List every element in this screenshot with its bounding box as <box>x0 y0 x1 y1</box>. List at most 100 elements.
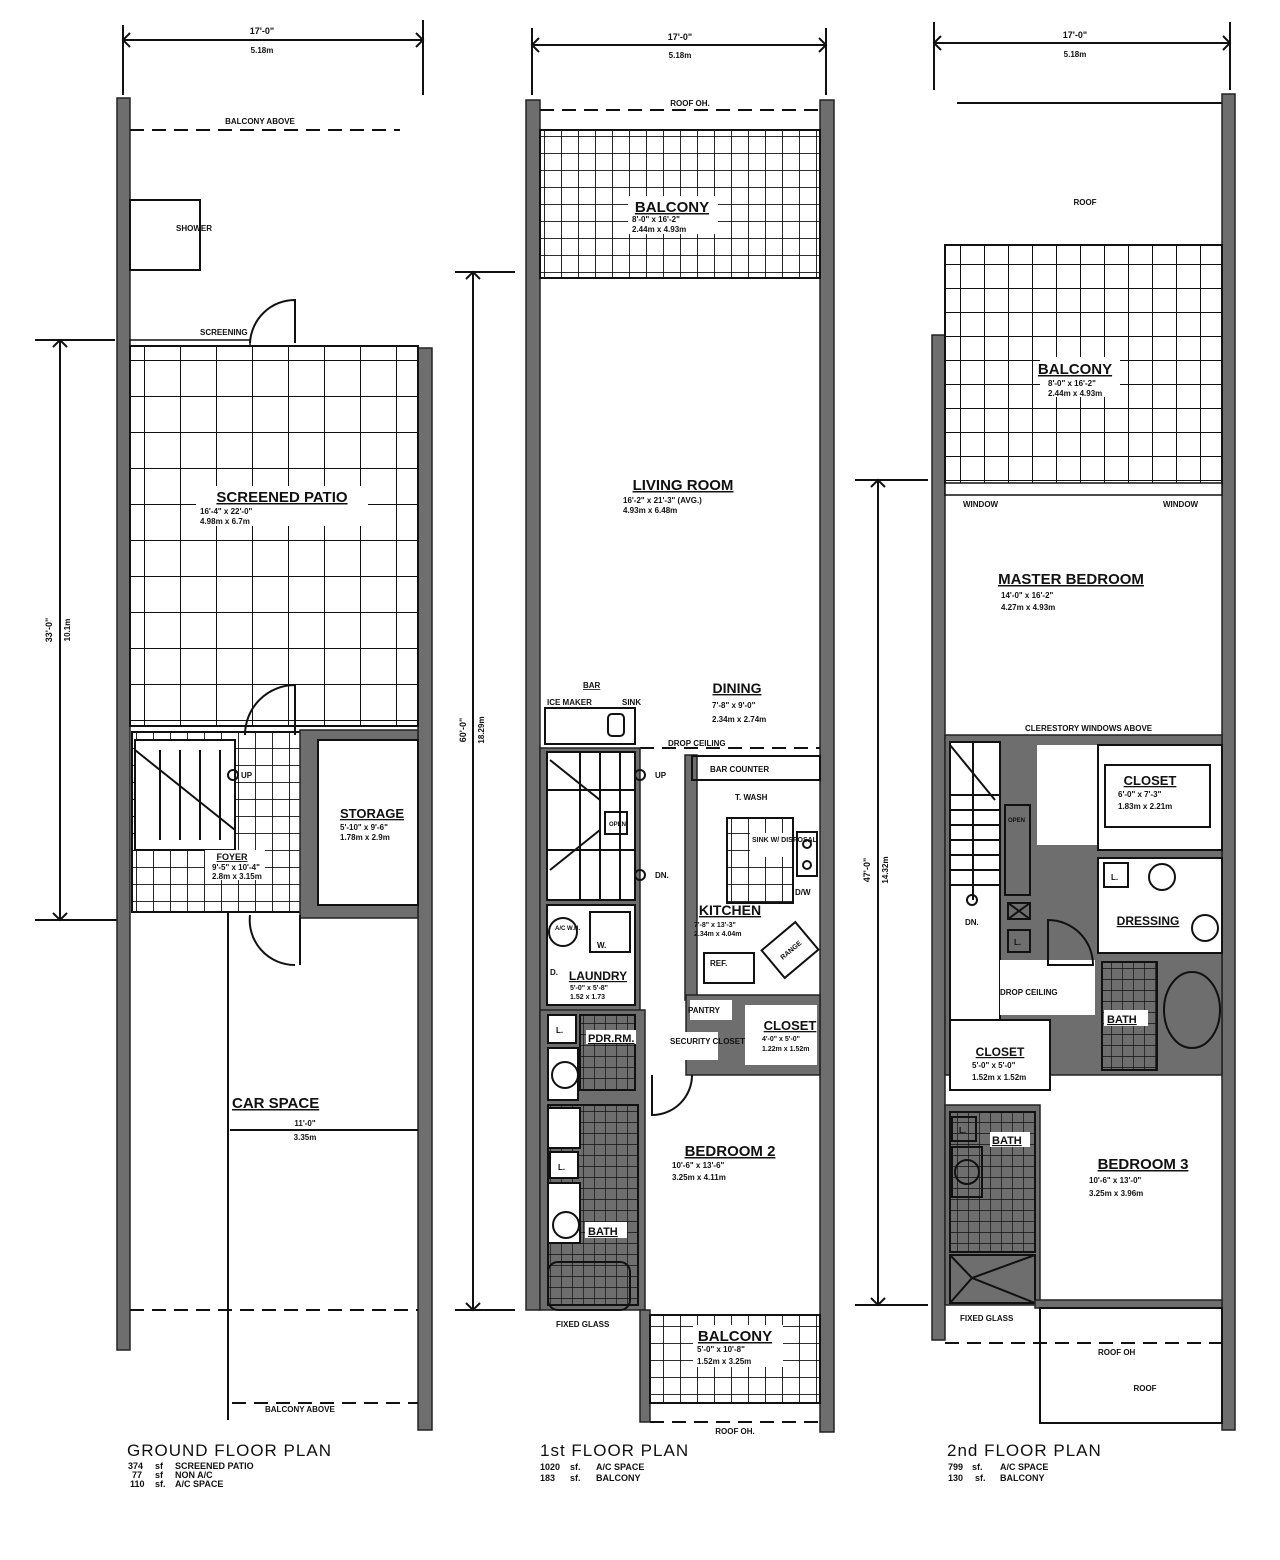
ice-maker-label: ICE MAKER <box>547 698 592 707</box>
room-master-bath: BATH <box>1107 1014 1137 1026</box>
first-balcony-bottom-metric: 1.52m x 3.25m <box>697 1357 751 1366</box>
ground-width-metric: 5.18m <box>251 46 274 55</box>
pantry-label: PANTRY <box>688 1006 721 1015</box>
room-bedroom-3: BEDROOM 3 <box>1098 1156 1189 1173</box>
second-floor-plan: 17'-0" 5.18m 47'-0" 14.32m ROOF BALCONY … <box>855 22 1236 1483</box>
dishwasher-label: D/W <box>795 888 811 897</box>
second-left-wall <box>931 334 946 1341</box>
master-closet-dims: 6'-0" x 7'-3" <box>1118 790 1162 799</box>
dining-metric: 2.34m x 2.74m <box>712 715 766 724</box>
ground-balcony-above-top: BALCONY ABOVE <box>225 117 295 126</box>
kitchen-metric: 2.34m x 4.04m <box>694 931 741 938</box>
window-label-right: WINDOW <box>1163 500 1199 509</box>
ground-balcony-above-bottom: BALCONY ABOVE <box>265 1405 335 1414</box>
living-room-dims: 16'-2" x 21'-3" (AVG.) <box>623 496 702 505</box>
svg-text:BALCONY: BALCONY <box>596 1473 641 1483</box>
security-closet-label: SECURITY CLOSET <box>670 1037 745 1046</box>
master-bedroom-dims: 14'-0" x 16'-2" <box>1001 591 1054 600</box>
second-open-label: OPEN <box>1008 818 1025 824</box>
second-balcony-metric: 2.44m x 4.93m <box>1048 389 1102 398</box>
ground-height-imperial: 33'-0" <box>44 618 54 642</box>
first-right-wall <box>819 99 835 1433</box>
first-stats: 1020 sf. A/C SPACE 183 sf. BALCONY <box>540 1462 644 1483</box>
room-car-space: CAR SPACE <box>232 1095 319 1112</box>
room-master-bedroom: MASTER BEDROOM <box>998 571 1144 588</box>
second-width-dimension: 17'-0" 5.18m <box>932 22 1232 90</box>
first-balcony-top-metric: 2.44m x 4.93m <box>632 225 686 234</box>
bar-sink-label: SINK <box>622 698 641 707</box>
second-plan-title: 2nd FLOOR PLAN <box>947 1441 1102 1460</box>
water-heater-label: A/C W.H. <box>555 926 580 932</box>
first-plan-title: 1st FLOOR PLAN <box>540 1441 689 1460</box>
ground-plan-title: GROUND FLOOR PLAN <box>127 1441 332 1460</box>
second-right-wall <box>1221 93 1236 1431</box>
kitchen-sink-label: SINK W/ DISPOSAL <box>752 837 818 844</box>
bedroom-2-metric: 3.25m x 4.11m <box>672 1173 726 1182</box>
first-width-dimension: 17'-0" 5.18m <box>530 28 828 95</box>
second-roof-top-label: ROOF <box>1073 198 1096 207</box>
ground-height-metric: 10.1m <box>63 619 72 642</box>
master-closet-metric: 1.83m x 2.21m <box>1118 802 1172 811</box>
ground-width-dimension: 17'-0" 5.18m <box>121 20 425 95</box>
first-balcony-top-dims: 8'-0" x 16'-2" <box>632 215 680 224</box>
svg-text:A/C SPACE: A/C SPACE <box>596 1462 644 1472</box>
second-roof-bottom-label: ROOF <box>1133 1384 1156 1393</box>
drop-ceiling-label: DROP CEILING <box>668 739 726 748</box>
first-stairs-up-label: UP <box>655 771 667 780</box>
room-master-closet: CLOSET <box>1124 773 1177 788</box>
linen-closet-label-2: L. <box>558 1163 565 1172</box>
first-height-dimension: 60'-0" 18.29m <box>455 270 515 1312</box>
svg-text:77: 77 <box>132 1470 142 1480</box>
second-height-dimension: 47'-0" 14.32m <box>855 478 928 1307</box>
linen-closet-label-1: L. <box>556 1026 563 1035</box>
bath3-linen-label: L. <box>959 1126 966 1135</box>
storage-room <box>317 739 419 906</box>
trash-compactor-label: T. WASH <box>735 793 768 802</box>
room-foyer: FOYER <box>216 852 248 862</box>
bedroom-2-dims: 10'-6" x 13'-6" <box>672 1161 725 1170</box>
foyer-dims: 9'-5" x 10'-4" <box>212 863 260 872</box>
svg-text:sf.: sf. <box>972 1462 983 1472</box>
room-living-room: LIVING ROOM <box>633 477 734 494</box>
washer-label: W. <box>597 941 606 950</box>
first-stairs-down-label: DN. <box>655 871 669 880</box>
svg-text:sf.: sf. <box>570 1473 581 1483</box>
foyer-metric: 2.8m x 3.15m <box>212 872 262 881</box>
second-stairs-down-label: DN. <box>965 918 979 927</box>
svg-text:799: 799 <box>948 1462 963 1472</box>
first-height-metric: 18.29m <box>477 716 486 743</box>
clerestory-windows-label: CLERESTORY WINDOWS ABOVE <box>1025 724 1153 733</box>
first-open-label: OPEN <box>609 822 626 828</box>
ground-left-wall <box>116 97 131 1351</box>
refrigerator-label: REF. <box>710 959 727 968</box>
second-height-metric: 14.32m <box>881 856 890 883</box>
room-first-closet: CLOSET <box>764 1018 817 1033</box>
first-roof-oh-bottom: ROOF OH. <box>715 1427 755 1436</box>
svg-text:A/C SPACE: A/C SPACE <box>175 1479 223 1489</box>
second-closet-dims: 5'-0" x 5'-0" <box>972 1061 1016 1070</box>
ground-right-wall <box>417 347 433 1431</box>
dryer-label: D. <box>550 968 558 977</box>
second-stats: 799 sf. A/C SPACE 130 sf. BALCONY <box>948 1462 1048 1483</box>
room-second-closet: CLOSET <box>976 1045 1025 1059</box>
first-roof-oh-top: ROOF OH. <box>670 99 710 108</box>
bedroom-3-metric: 3.25m x 3.96m <box>1089 1189 1143 1198</box>
ground-height-dimension: 33'-0" 10.1m <box>35 338 120 922</box>
svg-text:sf: sf <box>155 1461 164 1471</box>
dressing-linen-label: L. <box>1111 873 1118 882</box>
first-height-imperial: 60'-0" <box>458 718 468 742</box>
ground-width-imperial: 17'-0" <box>250 26 274 36</box>
room-storage: STORAGE <box>340 806 404 821</box>
svg-text:130: 130 <box>948 1473 963 1483</box>
kitchen-dims: 7'-8" x 13'-3" <box>694 922 736 929</box>
first-closet-metric: 1.22m x 1.52m <box>762 1046 809 1053</box>
screened-patio-area <box>129 345 419 727</box>
first-balcony-bottom-dims: 5'-0" x 10'-8" <box>697 1345 745 1354</box>
svg-text:374: 374 <box>128 1461 143 1471</box>
room-laundry: LAUNDRY <box>569 969 627 983</box>
room-second-bath: BATH <box>992 1135 1022 1147</box>
second-roof-oh-label: ROOF OH <box>1098 1348 1136 1357</box>
first-width-imperial: 17'-0" <box>668 32 692 42</box>
first-fixed-glass-label: FIXED GLASS <box>556 1320 610 1329</box>
